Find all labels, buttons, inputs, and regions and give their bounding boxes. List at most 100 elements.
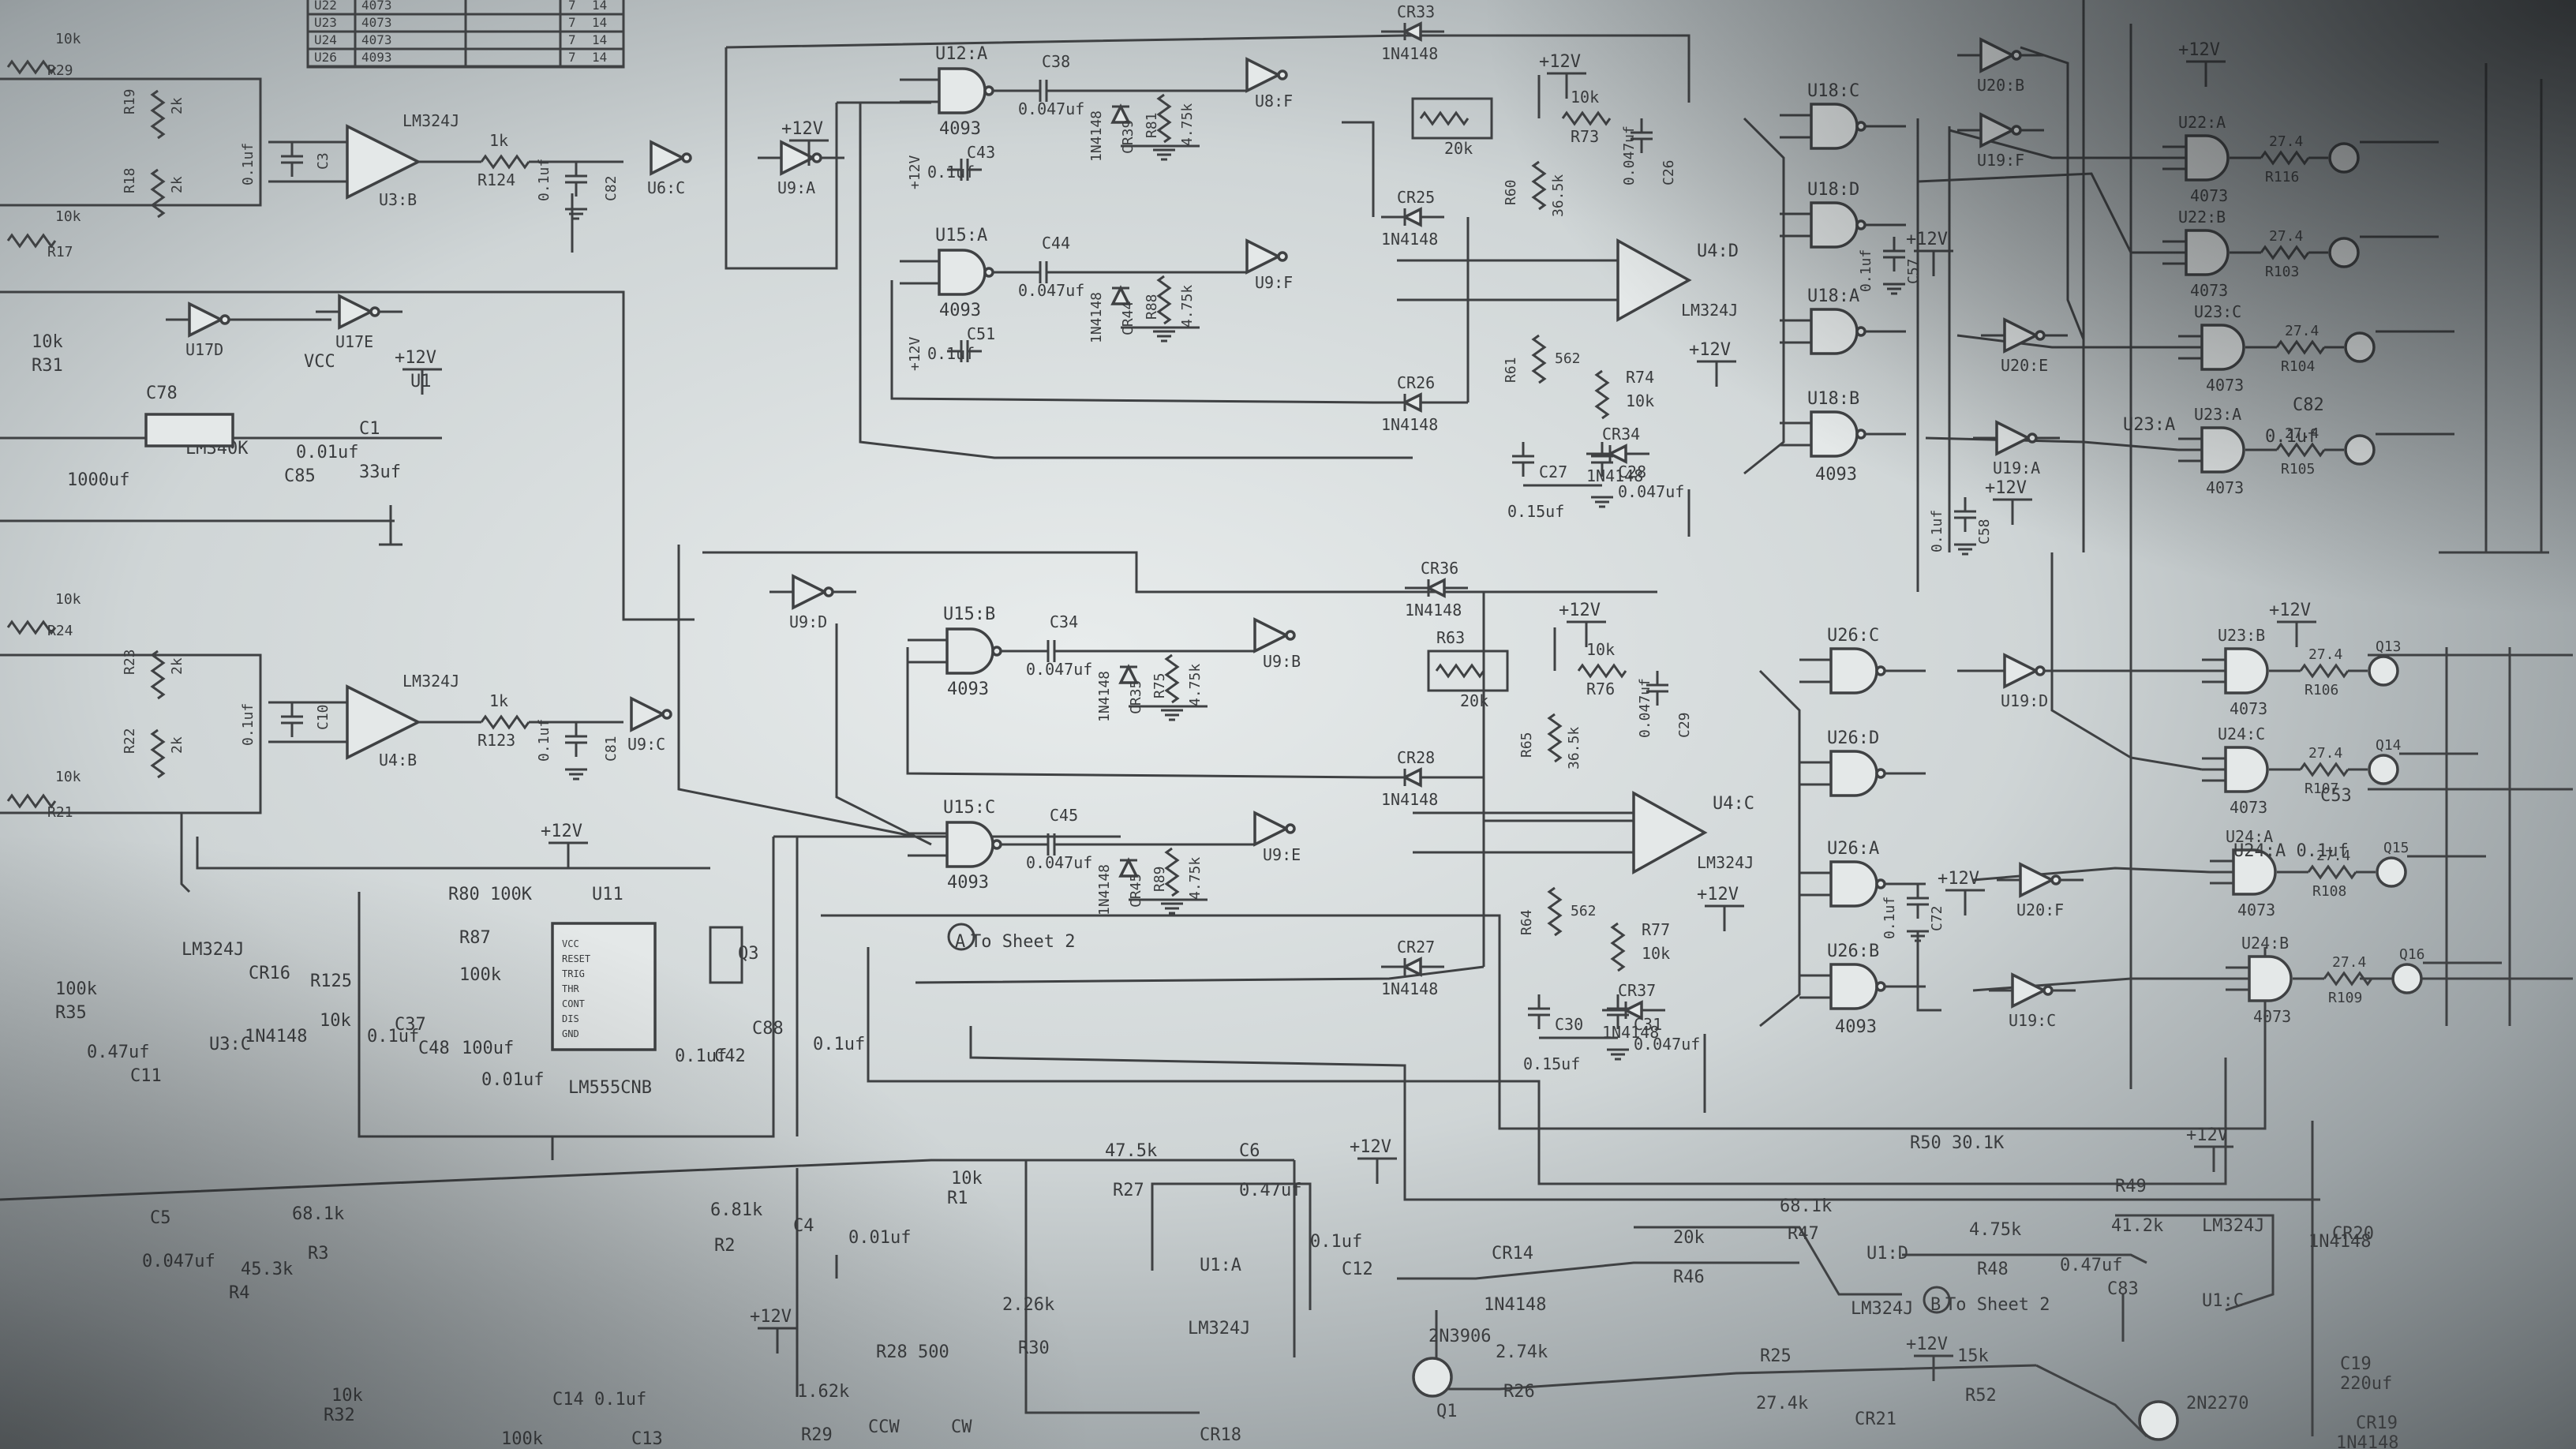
diode-ref: CR37 — [1618, 981, 1656, 1000]
pin-label: RESET — [562, 953, 590, 964]
resistor-symbol — [1561, 110, 1612, 126]
diode-symbol — [1607, 444, 1627, 464]
resistor-value: 27.4 — [2308, 646, 2342, 663]
gate-part: 4073 — [2230, 798, 2267, 817]
buffer-1: U19:F — [1957, 112, 2044, 170]
buffer-body — [1995, 420, 2031, 456]
bubble — [1277, 251, 1288, 262]
schematic-text: C53 — [2320, 786, 2352, 806]
resistor-value: 562 — [1555, 350, 1581, 367]
diode-body — [1402, 21, 1422, 42]
ground-symbol — [565, 208, 587, 220]
bubble — [1875, 981, 1886, 992]
bubble — [1875, 768, 1886, 779]
ground-symbol — [1161, 902, 1183, 915]
gate-body — [1810, 308, 1859, 355]
schematic-text: 0.01uf — [848, 1228, 911, 1248]
gate-ref: U18:B — [1807, 389, 1859, 409]
diode-ref: CR28 — [1397, 748, 1435, 767]
schematic-text: R80 100K — [448, 885, 533, 904]
diode-symbol — [1402, 957, 1422, 977]
schematic-text: 1.62k — [797, 1382, 849, 1402]
pin-label: VCC — [562, 938, 579, 949]
gate-part: 4093 — [1815, 465, 1857, 485]
schematic-text: CR21 — [1855, 1410, 1896, 1429]
transistor-symbol — [2344, 434, 2376, 466]
cap-value: 0.047uf — [1026, 853, 1092, 872]
nand-gate-symbol — [1810, 103, 1866, 150]
resistor-symbol — [1435, 663, 1485, 679]
table-cell: 14 — [592, 15, 607, 30]
cap-ref: C72 — [1929, 905, 1945, 931]
inverter-symbol — [792, 574, 834, 610]
schematic-text: U1:C — [2202, 1291, 2244, 1311]
diode-ref: CR44 — [1120, 301, 1136, 335]
capacitor-symbol — [281, 702, 303, 737]
buffer-ref: U9:A — [777, 178, 815, 197]
gate-ref: U24:C — [2218, 724, 2265, 743]
bubble — [2011, 50, 2022, 61]
schematic-text: 100k — [501, 1429, 543, 1449]
pin-label: GND — [562, 1028, 579, 1039]
bubble — [1855, 429, 1866, 440]
schematic-text: U1:D — [1866, 1244, 1908, 1264]
resistor-symbol — [1547, 713, 1563, 763]
bus-diode-4: CR28 1N4148 — [1381, 748, 1444, 809]
resistor-ref: R103 — [2265, 264, 2299, 280]
diode-ref: CR39 — [1120, 120, 1136, 154]
nand-3: U18:B 4093 — [1780, 389, 1906, 485]
power-label: +12V — [2178, 40, 2220, 60]
nand-gate-symbol — [938, 249, 994, 296]
nand-gate-symbol — [1810, 410, 1866, 458]
diode-part: 1N4148 — [1381, 790, 1438, 809]
buffer-body — [1245, 57, 1282, 93]
power-label: +12V — [1906, 230, 1948, 249]
ground-symbol — [565, 768, 587, 781]
resistor-ref: R109 — [2328, 990, 2362, 1006]
nand-gate-symbol — [938, 67, 994, 114]
resistor-ref: R29 — [47, 62, 73, 79]
inverter-symbol — [1979, 112, 2022, 148]
capacitor-symbol — [1512, 442, 1534, 477]
opamp-symbol — [346, 124, 421, 200]
diode-symbol — [1402, 21, 1422, 42]
schematic-text: C13 — [631, 1429, 663, 1449]
nand-2: U18:A — [1780, 286, 1906, 355]
gate-part: 4073 — [2206, 478, 2244, 497]
buffer-7: U9:A — [758, 140, 844, 197]
resistor-value: 2k — [169, 736, 185, 754]
nand-6: U26:A — [1799, 839, 1926, 908]
power-label: +12V — [2186, 1125, 2228, 1145]
nand-gate-symbol — [945, 821, 1002, 868]
inverter-symbol — [1253, 811, 1296, 847]
resistor-ref: R104 — [2281, 358, 2315, 375]
power-label: +12V — [1985, 478, 2027, 498]
power-label: +12V — [750, 1307, 792, 1327]
buffer-body — [1979, 37, 2016, 73]
diode-part: 1N4148 — [1088, 292, 1105, 343]
schematic-text: LM324J — [182, 940, 244, 960]
resistor-symbol — [2299, 663, 2349, 679]
bubble — [1277, 69, 1288, 80]
diode-part: 1N4148 — [1381, 979, 1438, 998]
schematic-text: R125 — [310, 972, 352, 991]
resistor-symbol — [1531, 334, 1547, 384]
resistor-ref: R76 — [1586, 680, 1615, 698]
gate-ref: U15:C — [943, 798, 995, 818]
resistor-symbol — [2260, 245, 2310, 260]
gate-part: 4093 — [947, 680, 989, 699]
buffer-ref: U9:C — [627, 735, 665, 754]
schematic-text: 2N3906 — [1428, 1327, 1491, 1346]
gate-ref: U22:A — [2178, 113, 2226, 132]
cap-value: 0.047uf — [1634, 1035, 1700, 1054]
resistor-ref: R105 — [2281, 461, 2315, 477]
resistor-symbol — [2307, 864, 2357, 880]
schematic-text: R49 — [2115, 1177, 2147, 1196]
table-cell: 7 — [568, 0, 576, 13]
bubble — [1855, 121, 1866, 132]
gate-body — [1810, 103, 1859, 150]
